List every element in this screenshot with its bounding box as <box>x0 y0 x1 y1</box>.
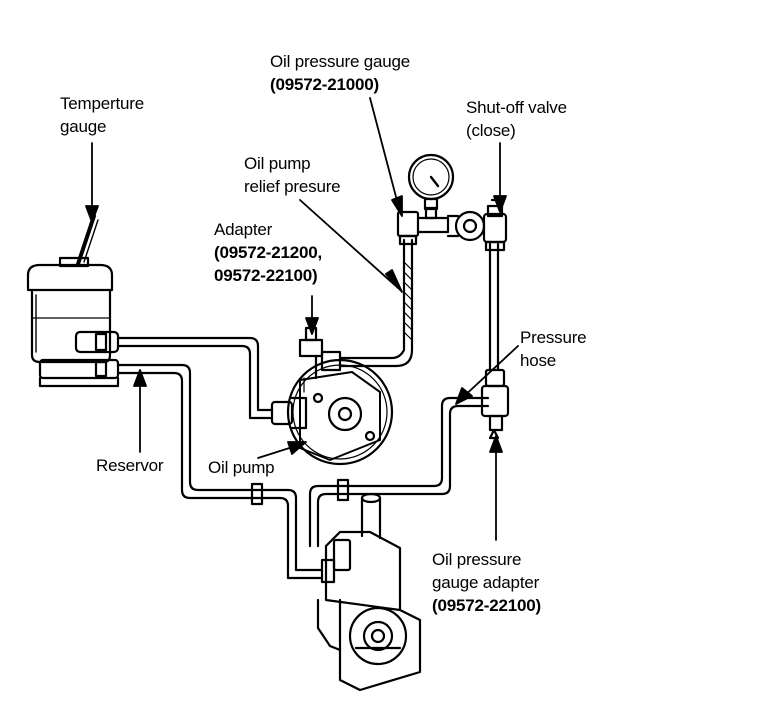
label-pressure-hose: Pressure hose <box>520 326 587 372</box>
label-line: hose <box>520 351 557 370</box>
label-line: gauge <box>60 117 107 136</box>
label-oil-pump: Oil pump <box>208 456 275 479</box>
label-line: (close) <box>466 121 516 140</box>
arrowhead <box>85 205 99 223</box>
steering-gear-box <box>316 492 422 692</box>
label-oil-pump-relief: Oil pump relief presure <box>244 152 341 198</box>
label-adapter: Adapter (09572-21200, 09572-22100) <box>214 218 322 287</box>
label-oil-pressure-gauge: Oil pressure gauge (09572-21000) <box>270 50 410 96</box>
label-line: Oil pump <box>244 154 311 173</box>
part-number: (09572-21200, <box>214 243 322 262</box>
label-line: Oil pressure <box>432 550 522 569</box>
label-temperature-gauge: Temperture gauge <box>60 92 144 138</box>
pressure-hose <box>308 396 490 548</box>
temperature-gauge-probe <box>76 214 99 266</box>
reservoir-tank <box>26 256 120 388</box>
label-line: Shut-off valve <box>466 98 567 117</box>
gauge-adapter-fitting <box>480 368 510 440</box>
label-line: Oil pump <box>208 458 275 477</box>
part-number: 09572-22100) <box>214 266 318 285</box>
label-reservoir: Reservor <box>96 454 164 477</box>
leader-lines <box>85 97 519 541</box>
label-line: Temperture <box>60 94 144 113</box>
shut-off-valve <box>446 198 508 252</box>
label-line: Reservor <box>96 456 164 475</box>
label-line: Adapter <box>214 220 273 239</box>
label-gauge-adapter: Oil pressure gauge adapter (09572-22100) <box>432 548 541 617</box>
oil-pressure-gauge <box>396 153 455 246</box>
hose-lines <box>94 238 500 580</box>
relief-hose <box>338 238 406 360</box>
label-line: Oil pressure gauge <box>270 52 411 71</box>
relief-hose-shading <box>403 261 413 341</box>
part-number: (09572-21000) <box>270 75 379 94</box>
part-number: (09572-22100) <box>432 596 541 615</box>
label-line: Pressure <box>520 328 587 347</box>
label-line: gauge adapter <box>432 573 540 592</box>
supply-hose <box>116 336 274 412</box>
label-line: relief presure <box>244 177 341 196</box>
label-shutoff-valve: Shut-off valve (close) <box>466 96 567 142</box>
return-hose <box>116 363 324 572</box>
oil-pump-body <box>270 326 394 466</box>
